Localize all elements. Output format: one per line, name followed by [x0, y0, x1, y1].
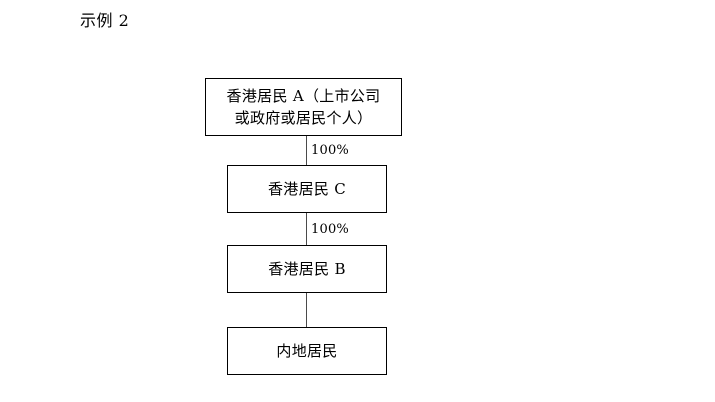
edge-label-a-to-c: 100%: [311, 143, 349, 158]
node-label: 香港居民 C: [267, 180, 347, 198]
page-title: 示例 2: [80, 11, 130, 30]
connector-c-to-b: [306, 213, 307, 245]
node-hong-kong-resident-b: 香港居民 B: [227, 245, 387, 293]
node-label: 香港居民 B: [268, 260, 346, 278]
node-mainland-resident: 内地居民: [227, 327, 387, 375]
node-label: 香港居民 A（上市公司 或政府或居民个人）: [226, 87, 381, 127]
connector-a-to-c: [306, 136, 307, 165]
edge-label-c-to-b: 100%: [311, 222, 349, 237]
connector-b-to-mainland: [306, 293, 307, 327]
node-hong-kong-resident-a: 香港居民 A（上市公司 或政府或居民个人）: [205, 78, 402, 136]
node-hong-kong-resident-c: 香港居民 C: [227, 165, 387, 213]
node-label: 内地居民: [276, 342, 338, 360]
